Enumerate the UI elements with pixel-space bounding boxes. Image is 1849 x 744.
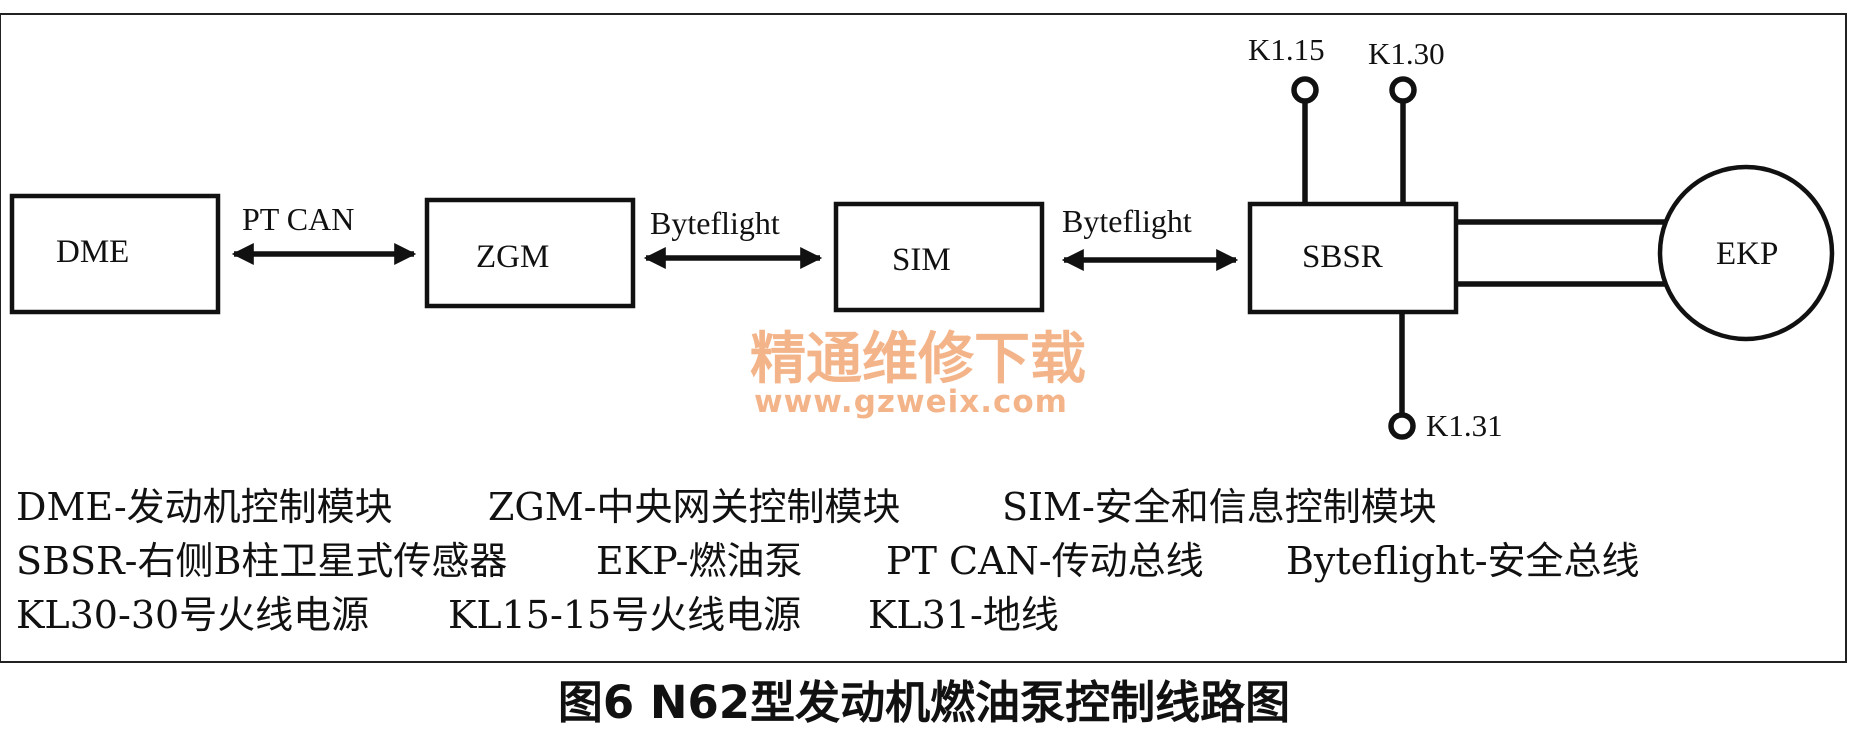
dme-label: DME bbox=[56, 234, 129, 270]
k130-terminal-icon bbox=[1389, 76, 1417, 104]
legend-item: EKP-燃油泵 bbox=[596, 539, 802, 583]
pt-can-label: PT CAN bbox=[242, 201, 354, 237]
zgm-box bbox=[424, 197, 636, 309]
legend-item: SBSR-右侧B柱卫星式传感器 bbox=[16, 539, 507, 583]
k115-label: K1.15 bbox=[1248, 32, 1325, 67]
ekp-pump-circle bbox=[1657, 164, 1835, 342]
legend-item: PT CAN-传动总线 bbox=[886, 539, 1204, 583]
legend: DME-发动机控制模块 ZGM-中央网关控制模块 SIM-安全和信息控制模块 S… bbox=[16, 485, 1640, 637]
figure-caption: 图6 N62型发动机燃油泵控制线路图 bbox=[558, 676, 1290, 729]
legend-item: ZGM-中央网关控制模块 bbox=[488, 485, 901, 529]
legend-item: DME-发动机控制模块 bbox=[16, 485, 393, 529]
watermark-url: www.gzweix.com bbox=[754, 384, 1068, 420]
legend-item: KL31-地线 bbox=[868, 593, 1059, 637]
legend-item: SIM-安全和信息控制模块 bbox=[1002, 485, 1437, 529]
dme-box bbox=[9, 193, 221, 315]
legend-item: KL15-15号火线电源 bbox=[448, 593, 801, 637]
k131-terminal-icon bbox=[1388, 412, 1416, 440]
diagram-frame bbox=[0, 13, 1847, 663]
legend-item: Byteflight-安全总线 bbox=[1286, 539, 1640, 583]
sbsr-label: SBSR bbox=[1302, 239, 1383, 275]
zgm-label: ZGM bbox=[476, 239, 549, 275]
ekp-label: EKP bbox=[1716, 236, 1778, 272]
sim-label: SIM bbox=[892, 242, 951, 278]
k115-terminal-icon bbox=[1291, 76, 1319, 104]
legend-item: KL30-30号火线电源 bbox=[16, 593, 369, 637]
sim-box bbox=[833, 201, 1045, 313]
sbsr-box bbox=[1247, 201, 1459, 315]
k131-label: K1.31 bbox=[1426, 408, 1503, 443]
byteflight-label-1: Byteflight bbox=[650, 205, 780, 241]
watermark-text: 精通维修下载 bbox=[750, 327, 1086, 392]
k130-label: K1.30 bbox=[1368, 36, 1445, 71]
byteflight-label-2: Byteflight bbox=[1062, 203, 1192, 239]
